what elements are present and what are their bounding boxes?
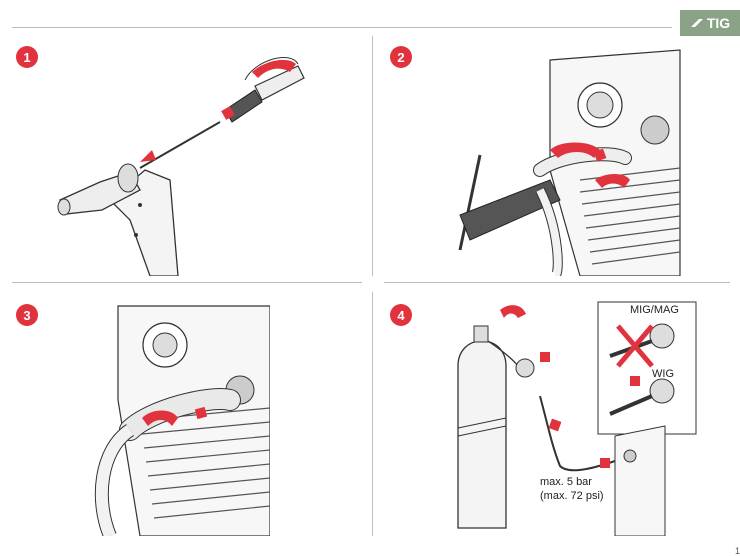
step-3-badge: 3 [16, 304, 38, 326]
step-3-illustration [94, 305, 270, 536]
step-4-illustration [457, 301, 697, 536]
step-1-illustration [57, 56, 305, 276]
step-2-badge: 2 [390, 46, 412, 68]
row-divider-right [384, 282, 730, 283]
section-tag-label: TIG [706, 15, 731, 31]
torch-icon [690, 19, 703, 27]
column-divider-top [372, 36, 373, 276]
row-divider-left [12, 282, 362, 283]
step-4-badge: 4 [390, 304, 412, 326]
wig-label: WIG [652, 368, 674, 380]
max-pressure-bar: max. 5 bar [540, 476, 592, 488]
step-1-badge: 1 [16, 46, 38, 68]
header-rule [12, 27, 672, 28]
section-tag: TIG [680, 10, 740, 36]
page-number: 1 [734, 546, 740, 556]
mig-mag-label: MIG/MAG [630, 304, 679, 316]
step-2-illustration [458, 49, 681, 276]
column-divider-bottom [372, 292, 373, 536]
max-pressure-psi: (max. 72 psi) [540, 490, 604, 502]
